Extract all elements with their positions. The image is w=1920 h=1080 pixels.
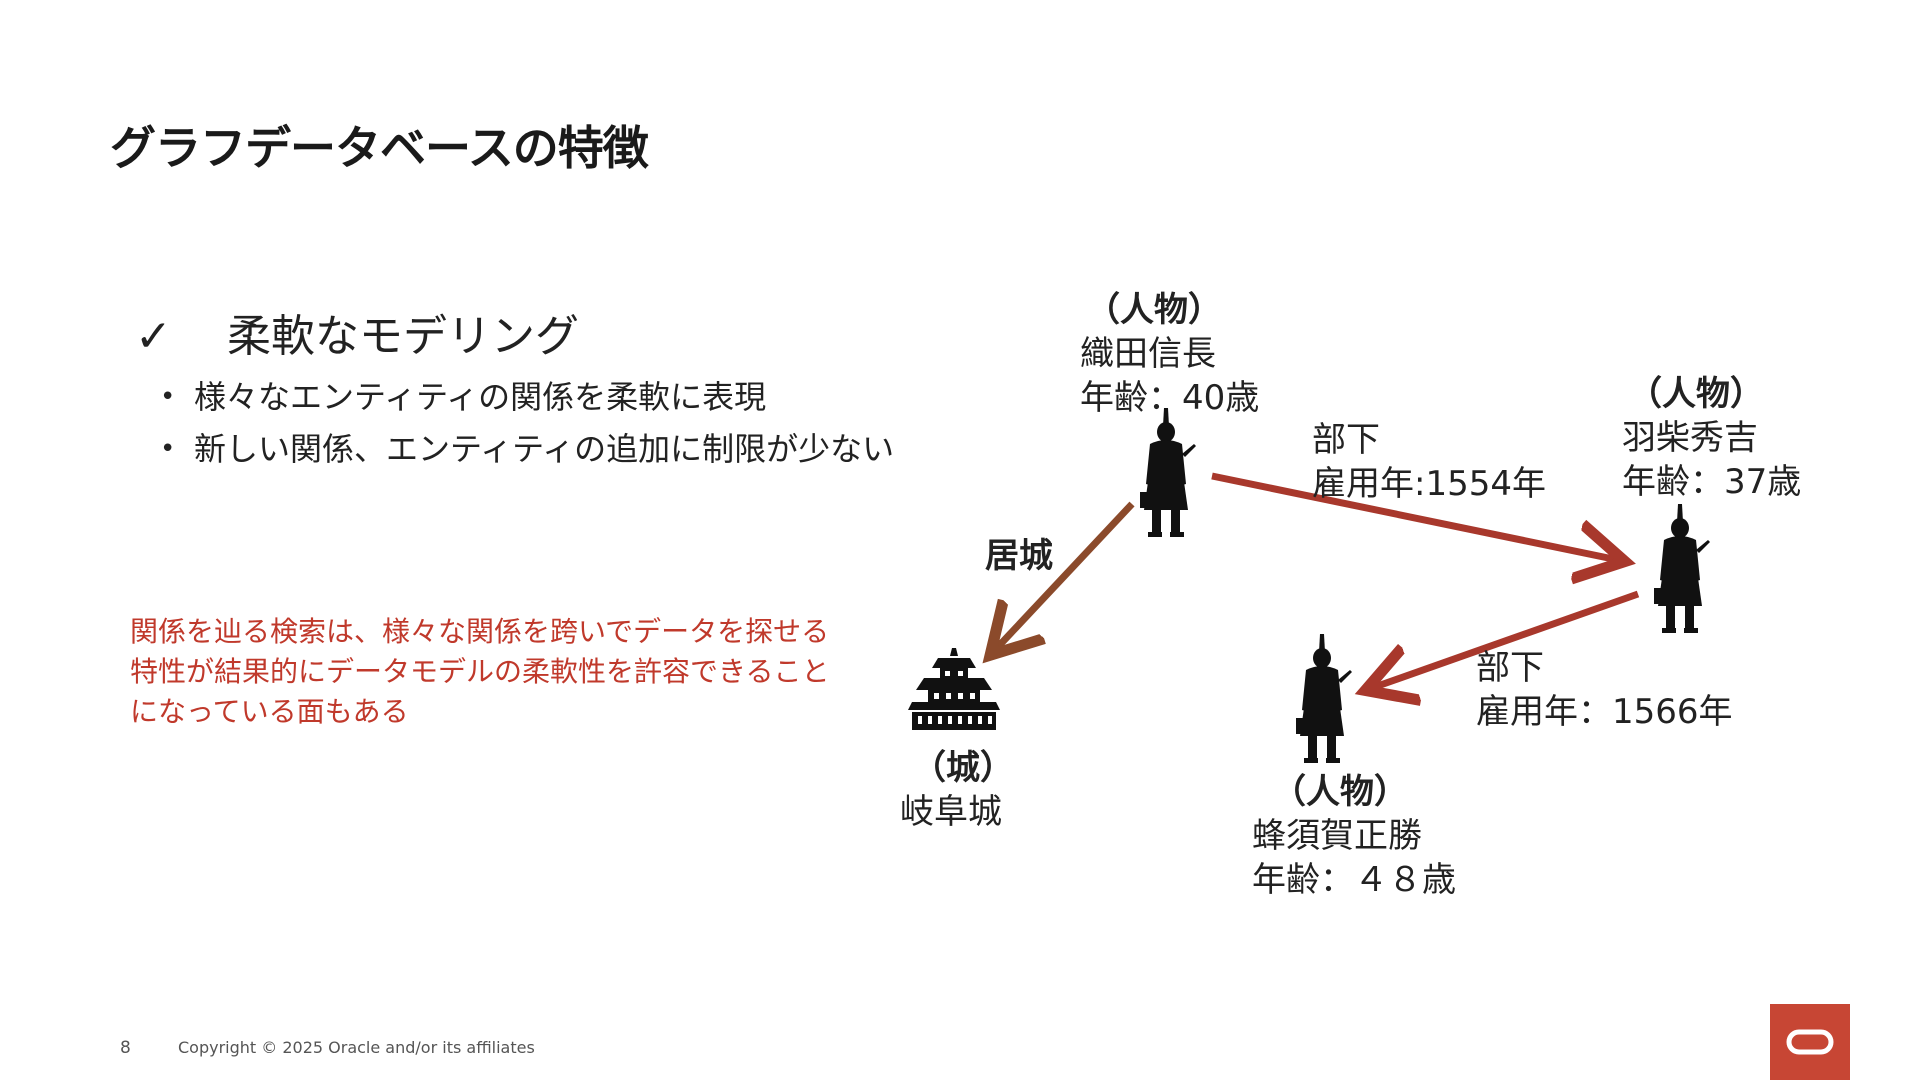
node-hideyoshi: （人物） 羽柴秀吉 年齢：37歳 xyxy=(1622,372,1801,504)
feature-heading-text: 柔軟なモデリング xyxy=(227,311,579,362)
page-number: 8 xyxy=(120,1038,131,1058)
node-type: （人物） xyxy=(1086,290,1222,330)
samurai-silhouette-icon xyxy=(1140,408,1196,537)
node-name: 岐阜城 xyxy=(900,792,1002,832)
node-type: （人物） xyxy=(1272,772,1408,812)
bullet-item: • 様々なエンティティの関係を柔軟に表現 xyxy=(160,372,766,418)
samurai-silhouette-icon xyxy=(1296,634,1352,763)
bullet-dot-icon: • xyxy=(160,382,176,412)
edge-buka1-line xyxy=(1211,472,1618,560)
edge-attr-text: 雇用年：1566年 xyxy=(1476,692,1733,732)
node-name: 羽柴秀吉 xyxy=(1622,418,1758,458)
edge-label-buka2: 部下 雇用年：1566年 xyxy=(1476,646,1733,734)
page-title: グラフデータベースの特徴 xyxy=(110,121,649,175)
node-age: 年齢：４８歳 xyxy=(1252,860,1456,900)
edge-attr-text: 雇用年:1554年 xyxy=(1312,464,1546,504)
checkmark-icon: ✓ xyxy=(135,311,172,362)
edge-kyojo-line xyxy=(995,501,1135,650)
edge-label-text: 部下 xyxy=(1312,420,1380,460)
bullet-text: 様々なエンティティの関係を柔軟に表現 xyxy=(194,378,767,416)
bullet-item: • 新しい関係、エンティティの追加に制限が少ない xyxy=(160,424,894,470)
node-age: 年齢：37歳 xyxy=(1622,462,1802,502)
node-nobunaga: （人物） 織田信長 年齢：40歳 xyxy=(1080,288,1259,420)
node-hachisuka: （人物） 蜂須賀正勝 年齢：４８歳 xyxy=(1252,770,1456,902)
node-name: 織田信長 xyxy=(1080,334,1216,374)
copyright-text: Copyright © 2025 Oracle and/or its affil… xyxy=(178,1038,535,1057)
oracle-logo-icon xyxy=(1770,1004,1850,1080)
node-gifu-castle: （城） 岐阜城 xyxy=(900,746,1014,834)
node-age: 年齢：40歳 xyxy=(1080,378,1260,418)
bullet-dot-icon: • xyxy=(160,434,176,464)
node-type: （城） xyxy=(912,748,1014,788)
feature-heading: ✓ 柔軟なモデリング xyxy=(135,300,579,364)
bullet-text: 新しい関係、エンティティの追加に制限が少ない xyxy=(194,430,895,468)
samurai-silhouette-icon xyxy=(1654,504,1710,633)
castle-icon xyxy=(908,648,1000,730)
node-type: （人物） xyxy=(1628,374,1764,414)
edge-label-text: 部下 xyxy=(1476,648,1544,688)
edge-buka2-line xyxy=(1372,590,1640,688)
node-name: 蜂須賀正勝 xyxy=(1252,816,1422,856)
edge-label-buka1: 部下 雇用年:1554年 xyxy=(1312,418,1546,506)
edge-label-kyojo: 居城 xyxy=(985,536,1053,576)
highlight-note: 関係を辿る検索は、様々な関係を跨いでデータを探せる特性が結果的にデータモデルの柔… xyxy=(130,615,830,728)
